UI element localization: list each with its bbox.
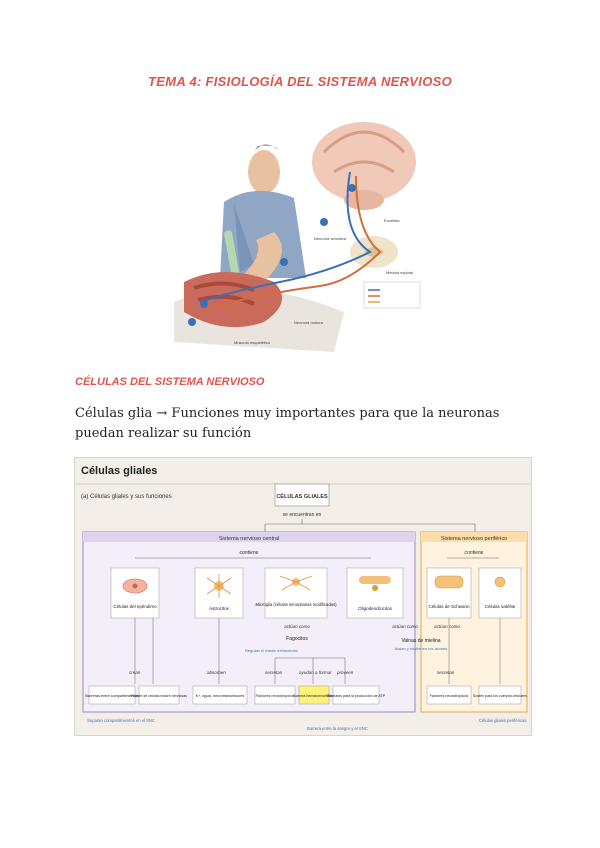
output-factores-snp: Factores neurotrópicos (426, 685, 472, 705)
cell-microglia: Microglia (células inmunitarias modifica… (256, 567, 338, 619)
fagocitos: Fagocitos (286, 636, 308, 642)
root-relation: se encuentran en (283, 512, 322, 518)
snp-contiene: contiene (465, 550, 484, 556)
cell-oligo-label: Oligodendrocitos (358, 606, 393, 611)
rel-actuan-oligo: actúan como (392, 624, 418, 629)
rel-crean: crean (129, 670, 141, 675)
rel-absorben: absorben (207, 670, 226, 675)
paragraph-glia: Células glia → Funciones muy importantes… (75, 406, 500, 441)
note-separan: Separan compartimientos en el SNC (87, 718, 155, 723)
vainas-mielina: Vainas de mielina (401, 638, 440, 644)
section-title: CÉLULAS DEL SISTEMA NERVIOSO (75, 376, 265, 388)
cell-microglia-label: Microglia (células inmunitarias modifica… (256, 602, 338, 607)
document-title: TEMA 4: FISIOLOGÍA DEL SISTEMA NERVIOSO (148, 74, 452, 89)
cell-satelite: Células satélite (478, 567, 522, 619)
diagram-subheading: (a) Células gliales y sus funciones (81, 494, 172, 500)
cell-satelite-label: Células satélite (485, 604, 516, 609)
note-sangre: Barrera entre la sangre y el SNC (307, 726, 368, 731)
hero-label-musculo: Músculo esquelético (234, 340, 271, 345)
output-barrera-he: Barrera hematoencefálica (293, 685, 335, 705)
hero-label-sensitiva: Neurona sensitiva (314, 236, 347, 241)
svg-text:Fuente de células madre nervio: Fuente de células madre nerviosas (131, 694, 187, 698)
rel-secretan-snp: secretan (437, 670, 455, 675)
snc-label: Sistema nervioso central (219, 536, 279, 542)
svg-text:Factores neurotrópicos: Factores neurotrópicos (256, 694, 295, 698)
rel-actuan-micro: actúan como (284, 624, 310, 629)
note-celulas: Células gliales periféricas (479, 718, 526, 723)
svg-text:Barreras entre compartimientos: Barreras entre compartimientos (85, 694, 138, 698)
hero-label-motora: Neurona motora (294, 320, 324, 325)
cell-astrocitos-label: Astrocitos (209, 606, 230, 611)
output-factores: Factores neurotrópicos (254, 685, 296, 705)
svg-text:Factores neurotrópicos: Factores neurotrópicos (430, 694, 469, 698)
hero-label-medula: Médula espinal (386, 270, 413, 275)
snp-label: Sistema nervioso periférico (441, 536, 507, 542)
rel-proveen: proveen (336, 670, 354, 675)
glial-cells-diagram: Células gliales (a) Células gliales y su… (74, 457, 532, 736)
cell-schwann: Células de Schwann (426, 567, 472, 619)
nervous-system-illustration: Encéfalo Médula espinal Neurona sensitiv… (174, 112, 424, 352)
hero-label-encefalo: Encéfalo (384, 218, 400, 223)
svg-text:Barrera hematoencefálica: Barrera hematoencefálica (293, 694, 334, 698)
output-fuente: Fuente de células madre nerviosas (131, 685, 187, 705)
svg-text:K+, agua, neurotransmisores: K+, agua, neurotransmisores (196, 694, 245, 698)
output-k: K+, agua, neurotransmisores (192, 685, 248, 705)
snc-contiene: contiene (240, 550, 259, 556)
cell-astrocitos: Astrocitos (194, 567, 244, 619)
svg-text:Sustratos para la producción d: Sustratos para la producción de ATP (327, 694, 386, 698)
note-regulan: Regulan el medio extracelular (245, 648, 299, 653)
note-aislan: Aíslan y sostienen los axones (395, 646, 448, 651)
cell-schwann-label: Células de Schwann (428, 604, 470, 609)
output-barreras: Barreras entre compartimientos (85, 685, 139, 705)
cell-ependimo: Células del epéndimo (110, 567, 160, 619)
diagram-heading: Células gliales (81, 465, 157, 477)
rel-actuan-schwann: actúan como (434, 624, 460, 629)
cell-oligodendrocitos: Oligodendrocitos (346, 567, 404, 619)
cell-ependimo-label: Células del epéndimo (113, 604, 157, 609)
svg-text:Sostén para los cuerpos celula: Sostén para los cuerpos celulares (473, 694, 527, 698)
output-sustratos: Sustratos para la producción de ATP (327, 685, 386, 705)
rel-ayudan: ayudan a formar (299, 670, 332, 675)
rel-secretan: secretan (265, 670, 283, 675)
root-node: CÉLULAS GLIALES (276, 492, 328, 500)
output-sosten: Sostén para los cuerpos celulares (473, 685, 527, 705)
